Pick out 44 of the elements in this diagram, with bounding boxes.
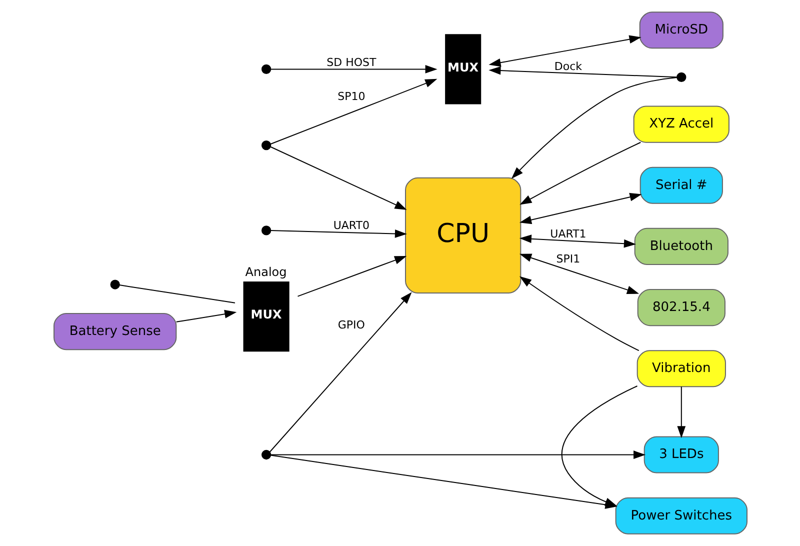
edge-label: Dock — [554, 60, 582, 74]
node-circle — [110, 280, 120, 290]
arrow — [270, 146, 406, 210]
connector — [118, 284, 235, 304]
edge-label: SPI1 — [556, 252, 580, 266]
arrow — [518, 234, 636, 248]
arrow — [518, 192, 642, 224]
node-box: Battery Sense — [53, 313, 176, 350]
node-box: MUX — [242, 282, 289, 352]
node-circle — [676, 72, 686, 82]
arrow — [518, 276, 639, 352]
node-circle — [260, 450, 271, 460]
arrow — [676, 386, 686, 438]
node-box: Power Switches — [614, 497, 747, 534]
node-box: 3 LEDs — [643, 436, 718, 474]
node-box: Vibration — [636, 350, 726, 388]
node-box: Bluetooth — [634, 228, 728, 265]
arrow — [488, 35, 641, 67]
arrow — [270, 230, 406, 238]
node-circle — [260, 140, 271, 150]
node-label: Analog — [244, 265, 286, 280]
arrow — [175, 310, 236, 322]
node-box: XYZ Accel — [632, 106, 729, 143]
edge-label: UART0 — [332, 219, 369, 232]
arrow — [519, 142, 641, 205]
node-box: MUX — [444, 34, 481, 104]
edge-label: SP10 — [337, 90, 365, 104]
node-box: 802.15.4 — [636, 289, 725, 326]
node-box: MicroSD — [638, 12, 723, 49]
arrow — [270, 450, 646, 459]
node-box: CPU — [404, 177, 521, 294]
node-circle — [260, 64, 271, 74]
arrow — [510, 76, 677, 179]
edge-label: SD HOST — [326, 56, 376, 70]
node-circle — [260, 226, 271, 236]
arrow — [270, 78, 437, 144]
arrow — [296, 256, 406, 297]
arrow — [270, 65, 437, 74]
node-box: Serial # — [639, 166, 722, 204]
edge-label: GPIO — [337, 318, 364, 332]
arrow — [518, 254, 639, 294]
arrow — [268, 292, 412, 452]
edge-label: UART1 — [550, 227, 586, 240]
arrow — [488, 66, 678, 78]
